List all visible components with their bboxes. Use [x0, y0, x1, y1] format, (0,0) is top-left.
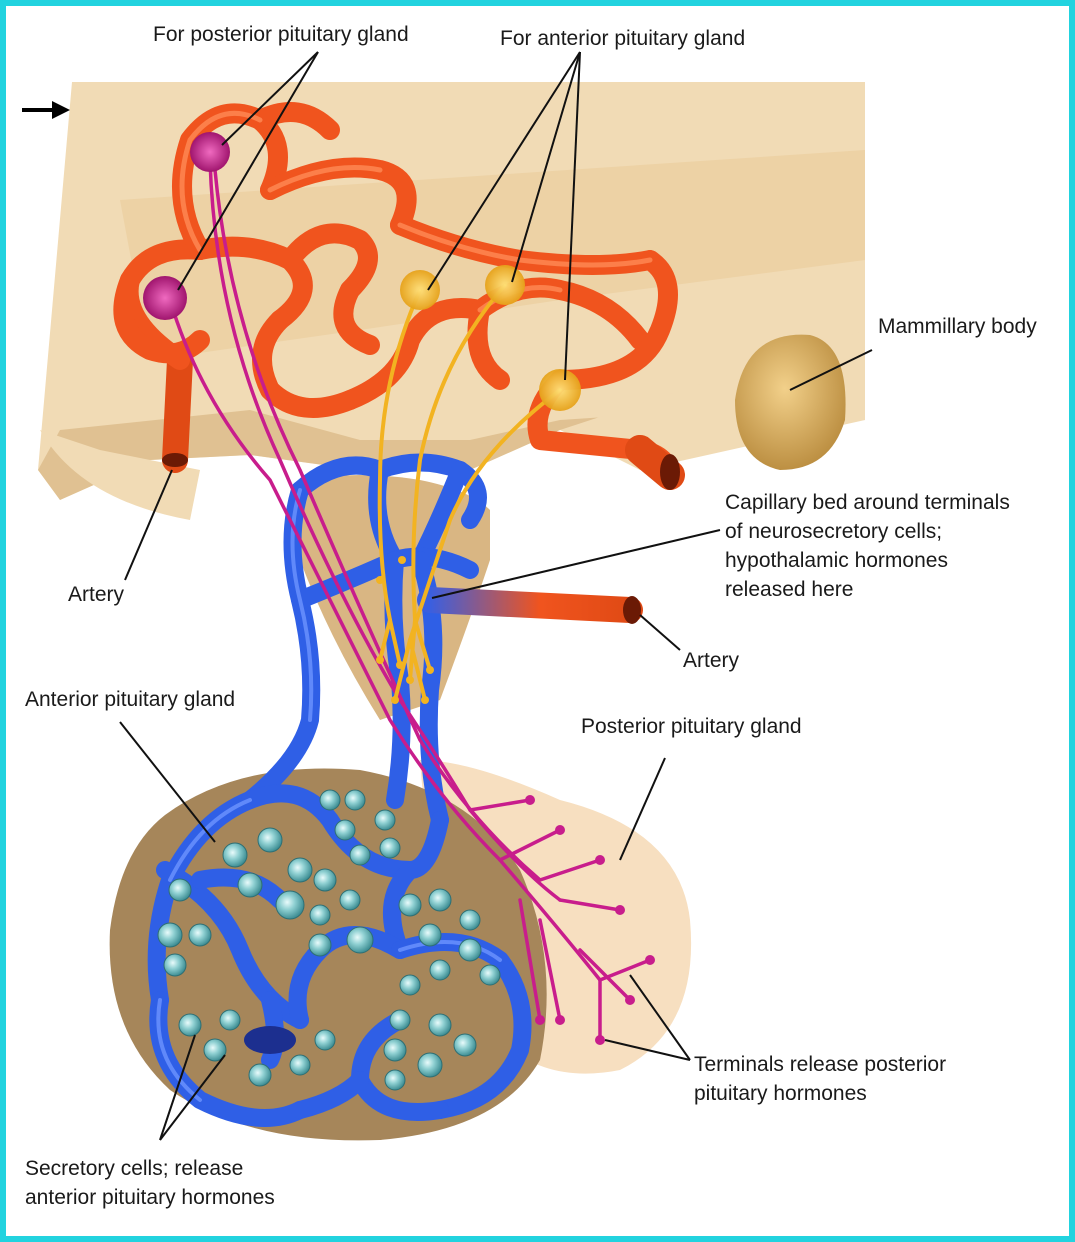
artery-right-upper-lumen — [660, 454, 680, 490]
label-artery-right: Artery — [683, 646, 739, 675]
anterior-neuron-body-2 — [485, 265, 525, 305]
label-terminals: Terminals release posterior pituitary ho… — [694, 1050, 946, 1108]
label-secretory-cells: Secretory cells; release anterior pituit… — [25, 1154, 275, 1212]
artery-left-vessel — [175, 360, 180, 460]
artery-right-lower-lumen — [623, 596, 641, 624]
label-capillary-bed: Capillary bed around terminals of neuros… — [725, 488, 1010, 604]
entry-arrow — [22, 101, 70, 119]
label-artery-left: Artery — [68, 580, 124, 609]
label-posterior-pituitary: Posterior pituitary gland — [581, 712, 802, 741]
anterior-neuron-body-1 — [400, 270, 440, 310]
label-mammillary-body: Mammillary body — [878, 312, 1037, 341]
artery-right-lower — [430, 600, 630, 610]
anterior-neuron-body-3 — [539, 369, 581, 411]
label-anterior-pituitary: Anterior pituitary gland — [25, 685, 235, 714]
portal-vein-lumen — [244, 1026, 296, 1054]
label-posterior-group: For posterior pituitary gland — [153, 20, 409, 49]
posterior-neuron-body-1 — [190, 132, 230, 172]
artery-left-lumen — [162, 453, 188, 467]
posterior-neuron-body-2 — [143, 276, 187, 320]
label-anterior-group: For anterior pituitary gland — [500, 24, 745, 53]
